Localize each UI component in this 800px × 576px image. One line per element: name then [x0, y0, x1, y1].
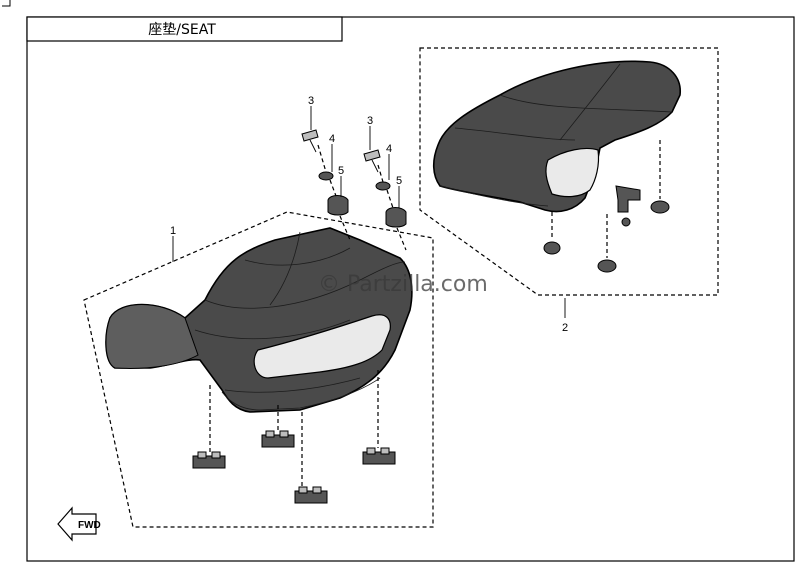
front-seat-seam-3: [194, 319, 351, 340]
grommet-left: [327, 195, 349, 216]
callout-2-label: 2: [562, 322, 568, 334]
callout-5-right: 5: [396, 175, 402, 187]
rear-seat-seam-1: [454, 127, 576, 141]
bolt-right: [363, 149, 381, 162]
page-frame: [26, 16, 795, 562]
title-box: 座垫/SEAT: [26, 16, 343, 42]
front-seat-foot-1: [192, 451, 226, 469]
callout-4-left: 4: [329, 133, 335, 145]
watermark: © Partzilla.com: [318, 272, 488, 297]
front-seat-seam-1: [244, 247, 351, 266]
front-seat-seam-5: [269, 231, 301, 306]
rear-seat-seam-3: [559, 63, 621, 141]
rear-seat-seam-4: [439, 185, 549, 207]
front-seat-foot-4: [294, 486, 328, 504]
callout-1-label: 1: [170, 225, 176, 237]
fwd-arrow-icon: FWD: [57, 506, 101, 542]
rear-grommet-3: [650, 200, 670, 214]
callout-5-left: 5: [338, 165, 344, 177]
bolt-left: [301, 129, 319, 142]
front-seat-foot-2: [261, 430, 295, 448]
rear-seat-group: 2: [419, 47, 719, 334]
grommet-right: [385, 207, 407, 228]
rear-nut: [621, 217, 631, 227]
front-seat-foot-3: [362, 447, 396, 465]
diagram-title: 座垫/SEAT: [148, 22, 216, 38]
fastener-stack-right: 3 4 5: [363, 115, 407, 251]
front-seat-seam-4: [224, 377, 361, 393]
rear-seat-bracket: [615, 185, 641, 213]
rear-grommet-1: [543, 241, 561, 255]
front-seat-rear-bump: [105, 304, 199, 369]
washer-right: [375, 181, 391, 191]
front-seat-side-trim: [253, 314, 391, 379]
front-seat-base-edge: [221, 377, 381, 411]
fwd-label: FWD: [78, 520, 101, 531]
rear-seat-seam-2: [499, 94, 673, 113]
front-seat-group: 1: [83, 211, 434, 528]
rear-seat-boundary: [419, 47, 719, 296]
callout-4-right: 4: [386, 143, 392, 155]
front-seat-seam-2: [204, 261, 406, 309]
callout-3-right: 3: [367, 115, 373, 127]
rear-seat-tail-trim: [545, 147, 600, 198]
fastener-stack-left: 3 4 5: [301, 95, 351, 241]
washer-left: [318, 171, 334, 181]
corner-mark: [2, 0, 11, 7]
callout-3-left: 3: [308, 95, 314, 107]
rear-grommet-2: [597, 259, 617, 273]
front-seat-boundary: [83, 211, 434, 528]
